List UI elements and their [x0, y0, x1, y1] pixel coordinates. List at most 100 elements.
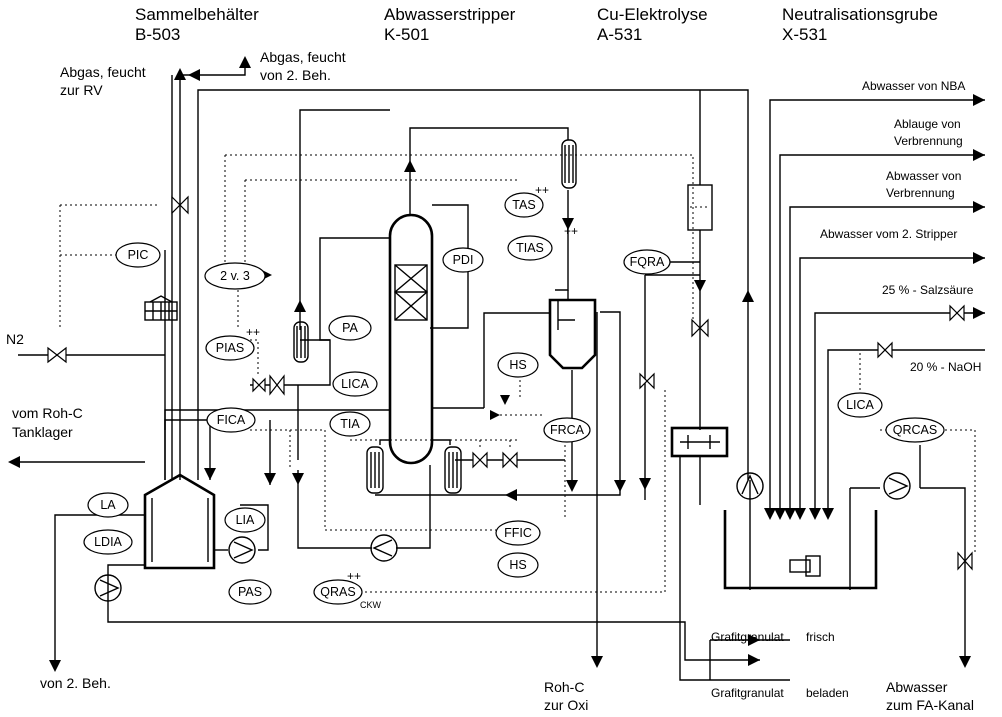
instrument-la: LA	[87, 492, 129, 518]
instrument-pias: PIAS ++	[205, 325, 260, 361]
instrument-lica-column: LICA	[332, 371, 378, 397]
svg-text:Abwasser: Abwasser	[886, 679, 948, 695]
svg-text:Cu-Elektrolyse: Cu-Elektrolyse	[597, 5, 708, 24]
header-abwasserstripper: Abwasserstripper K-501	[384, 5, 516, 44]
svg-text:LICA: LICA	[846, 398, 874, 412]
svg-text:beladen: beladen	[806, 686, 849, 700]
svg-text:LIA: LIA	[236, 513, 255, 527]
svg-text:X-531: X-531	[782, 25, 827, 44]
svg-text:Verbrennung: Verbrennung	[894, 134, 963, 148]
svg-text:QRCAS: QRCAS	[893, 423, 937, 437]
column-k501	[388, 213, 434, 465]
svg-text:FRCA: FRCA	[550, 423, 585, 437]
svg-text:Grafitgranulat: Grafitgranulat	[711, 686, 784, 700]
svg-text:QRAS: QRAS	[320, 585, 355, 599]
heat-exchanger-feed	[293, 321, 309, 363]
svg-text:A-531: A-531	[597, 25, 642, 44]
instrument-tas: TAS ++	[504, 183, 549, 218]
instrument-pic: PIC	[115, 242, 161, 268]
stream-label-roh-c-tanklager: vom Roh-C Tanklager	[12, 405, 83, 440]
svg-text:TIA: TIA	[340, 417, 360, 431]
svg-text:PIAS: PIAS	[216, 341, 245, 355]
svg-text:HS: HS	[509, 358, 526, 372]
svg-text:Abwasserstripper: Abwasserstripper	[384, 5, 516, 24]
instrument-hs-lower: HS	[497, 552, 539, 578]
stream-label-von-2-beh: von 2. Beh.	[40, 675, 111, 691]
svg-text:Abwasser von: Abwasser von	[886, 169, 961, 183]
process-lines	[18, 65, 985, 681]
tank-b503	[143, 473, 216, 570]
stream-label-abwasser-nba: Abwasser von NBA	[862, 79, 965, 93]
svg-text:++: ++	[347, 569, 361, 583]
instrument-qras: QRAS ++	[313, 569, 363, 605]
stream-label-roh-c-oxi: Roh-C zur Oxi	[544, 679, 588, 713]
svg-text:2 v. 3: 2 v. 3	[220, 269, 250, 283]
svg-text:zur RV: zur RV	[60, 82, 103, 98]
svg-text:K-501: K-501	[384, 25, 429, 44]
instrument-hs-upper: HS	[497, 352, 539, 378]
stream-label-grafit-beladen: Grafitgranulat beladen	[711, 686, 849, 700]
svg-text:LA: LA	[100, 498, 116, 512]
instrument-fqra: FQRA	[623, 249, 671, 275]
instrument-tias: TIAS ++	[507, 224, 578, 261]
stream-label-abgas-beh: Abgas, feucht von 2. Beh.	[260, 49, 346, 83]
svg-text:HS: HS	[509, 558, 526, 572]
svg-text:FICA: FICA	[217, 413, 246, 427]
condenser	[561, 139, 577, 189]
svg-text:LICA: LICA	[341, 377, 369, 391]
svg-text:vom Roh-C: vom Roh-C	[12, 405, 83, 421]
svg-text:++: ++	[564, 224, 578, 238]
svg-text:++: ++	[246, 325, 260, 339]
reboiler-right	[444, 446, 462, 494]
svg-text:Sammelbehälter: Sammelbehälter	[135, 5, 259, 24]
svg-text:Abgas, feucht: Abgas, feucht	[260, 49, 346, 65]
instrument-frca: FRCA	[543, 417, 591, 443]
stream-label-ckw: CKW	[360, 600, 382, 610]
stream-label-abwasser-stripper: Abwasser vom 2. Stripper	[820, 227, 957, 241]
pit-x531	[723, 510, 878, 590]
stream-label-grafit-frisch: Grafitgranulat frisch	[711, 630, 835, 644]
instrument-lica-pit: LICA	[837, 392, 883, 418]
svg-text:PDI: PDI	[453, 253, 474, 267]
svg-text:LDIA: LDIA	[94, 535, 122, 549]
instrument-ffic: FFIC	[495, 520, 541, 546]
stream-label-abwasser-verbrennung: Abwasser von Verbrennung	[886, 169, 961, 200]
stream-label-ablauge: Ablauge von Verbrennung	[894, 117, 963, 148]
pump-pit-discharge	[883, 472, 911, 500]
header-neutralisationsgrube: Neutralisationsgrube X-531	[782, 5, 938, 44]
svg-text:Roh-C: Roh-C	[544, 679, 584, 695]
stream-label-naoh: 20 % - NaOH	[910, 360, 981, 374]
svg-text:++: ++	[535, 183, 549, 197]
instrument-pas: PAS	[228, 579, 272, 605]
separator	[548, 298, 597, 370]
instrument-pa: PA	[328, 315, 372, 341]
svg-text:PIC: PIC	[128, 248, 149, 262]
svg-text:Ablauge von: Ablauge von	[894, 117, 961, 131]
instrument-lia: LIA	[224, 507, 266, 533]
pump-tank-recirc	[94, 574, 122, 602]
electrolysis-cell-a531	[670, 426, 729, 458]
svg-text:B-503: B-503	[135, 25, 180, 44]
stream-label-n2: N2	[6, 331, 24, 347]
pump-stripper-bottom	[370, 534, 398, 562]
instrument-ldia: LDIA	[83, 529, 133, 555]
svg-text:Abgas, feucht: Abgas, feucht	[60, 64, 146, 80]
svg-text:frisch: frisch	[806, 630, 835, 644]
stream-label-abgas-rv: Abgas, feucht zur RV	[60, 64, 146, 98]
svg-text:zur Oxi: zur Oxi	[544, 697, 588, 713]
svg-text:TIAS: TIAS	[516, 241, 544, 255]
svg-text:FQRA: FQRA	[630, 255, 665, 269]
svg-text:zum FA-Kanal: zum FA-Kanal	[886, 697, 974, 713]
pump-electrolysis	[736, 472, 764, 500]
header-sammelbehaelter: Sammelbehälter B-503	[135, 5, 259, 44]
instrument-pdi: PDI	[442, 247, 484, 273]
valves	[47, 195, 973, 571]
instrument-fica: FICA	[206, 407, 256, 433]
svg-text:FFIC: FFIC	[504, 526, 532, 540]
svg-text:TAS: TAS	[512, 198, 535, 212]
air-filter-icon	[144, 295, 178, 321]
flow-arrows	[8, 56, 985, 672]
graphite-filter	[687, 184, 713, 231]
reboiler-left	[366, 446, 384, 494]
